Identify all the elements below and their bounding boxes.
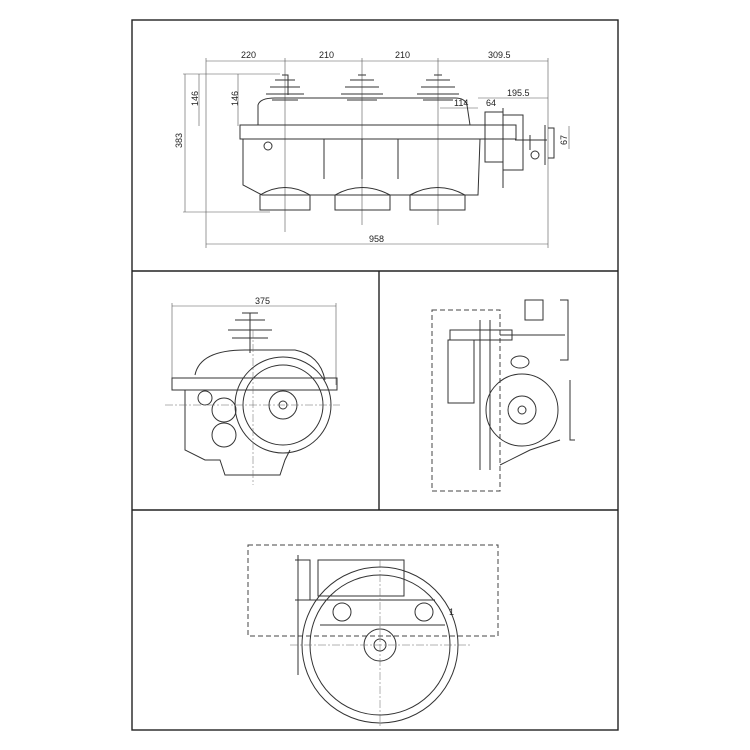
dim-146-a: 146 [190,91,200,106]
insulator-1 [266,74,459,101]
dim-64: 64 [486,98,496,108]
drawing-frame [131,19,619,731]
dim-383: 383 [174,133,184,148]
dim-195-5: 195.5 [507,88,530,98]
front-view: 220 210 210 309.5 195.5 114 64 146 146 3… [174,50,570,248]
dim-114: 114 [454,98,468,108]
bottom-view: 1 [247,544,499,728]
dim-220: 220 [241,50,256,60]
dim-146-b: 146 [230,91,240,106]
dim-958: 958 [369,234,384,244]
dim-375: 375 [255,296,270,306]
dim-210-b: 210 [395,50,410,60]
mechanism-view [431,299,575,492]
bottom-mark-1: 1 [449,607,454,617]
side-view: 375 [165,296,340,485]
dim-309-5: 309.5 [488,50,511,60]
dim-210-a: 210 [319,50,334,60]
dim-67: 67 [559,135,569,145]
